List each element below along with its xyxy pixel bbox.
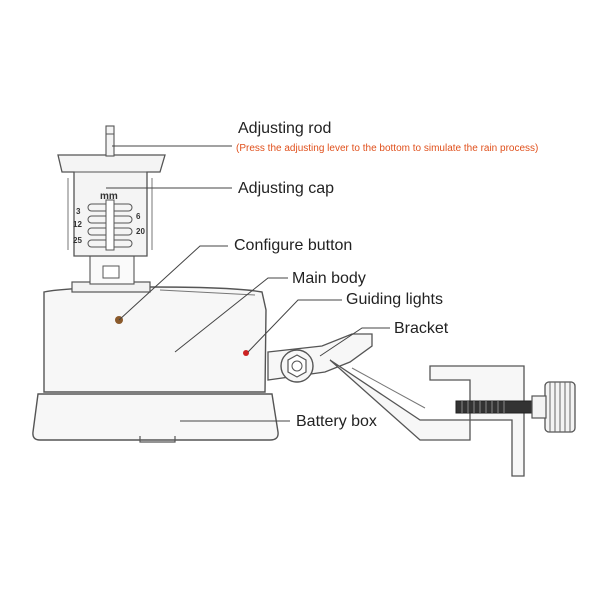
scale-tick-left-3: 25 xyxy=(73,236,82,245)
label-adjusting-rod: Adjusting rod xyxy=(238,120,331,137)
label-adjusting-rod-note: (Press the adjusting lever to the bottom… xyxy=(236,143,538,154)
label-battery-box: Battery box xyxy=(296,413,377,430)
leader-configure-button xyxy=(118,245,228,321)
clamp-screw-threads xyxy=(461,401,505,413)
leader-bracket xyxy=(319,327,390,357)
scale-tick-right-1: 6 xyxy=(136,212,141,221)
battery-box-notch xyxy=(139,436,176,443)
guiding-light-dot xyxy=(243,350,249,356)
clamp-knob-grip xyxy=(549,382,571,432)
label-guiding-lights: Guiding lights xyxy=(346,291,443,308)
label-adjusting-cap: Adjusting cap xyxy=(238,180,334,197)
cap-neck-slot xyxy=(102,265,120,279)
bolt-center xyxy=(291,360,303,372)
scale-indicator-bar xyxy=(105,199,115,251)
label-main-body: Main body xyxy=(292,270,366,287)
label-configure-button: Configure button xyxy=(234,237,352,254)
main-body-shape xyxy=(43,286,267,393)
scale-tick-left-2: 12 xyxy=(73,220,82,229)
battery-box-shape xyxy=(32,393,279,441)
bracket-slot xyxy=(351,367,426,409)
scale-tick-right-2: 20 xyxy=(136,227,145,236)
scale-unit: mm xyxy=(100,191,118,202)
clamp-knob-collar xyxy=(531,395,547,419)
main-body-top-edge xyxy=(159,289,256,296)
leader-main-body xyxy=(174,277,288,353)
leader-guiding-lights xyxy=(247,299,342,353)
label-bracket: Bracket xyxy=(394,320,449,337)
adjusting-rod-shape xyxy=(105,125,115,157)
bolt-hex xyxy=(287,354,307,378)
clamp-screw xyxy=(455,400,533,414)
scale-tick-left-1: 3 xyxy=(76,207,81,216)
